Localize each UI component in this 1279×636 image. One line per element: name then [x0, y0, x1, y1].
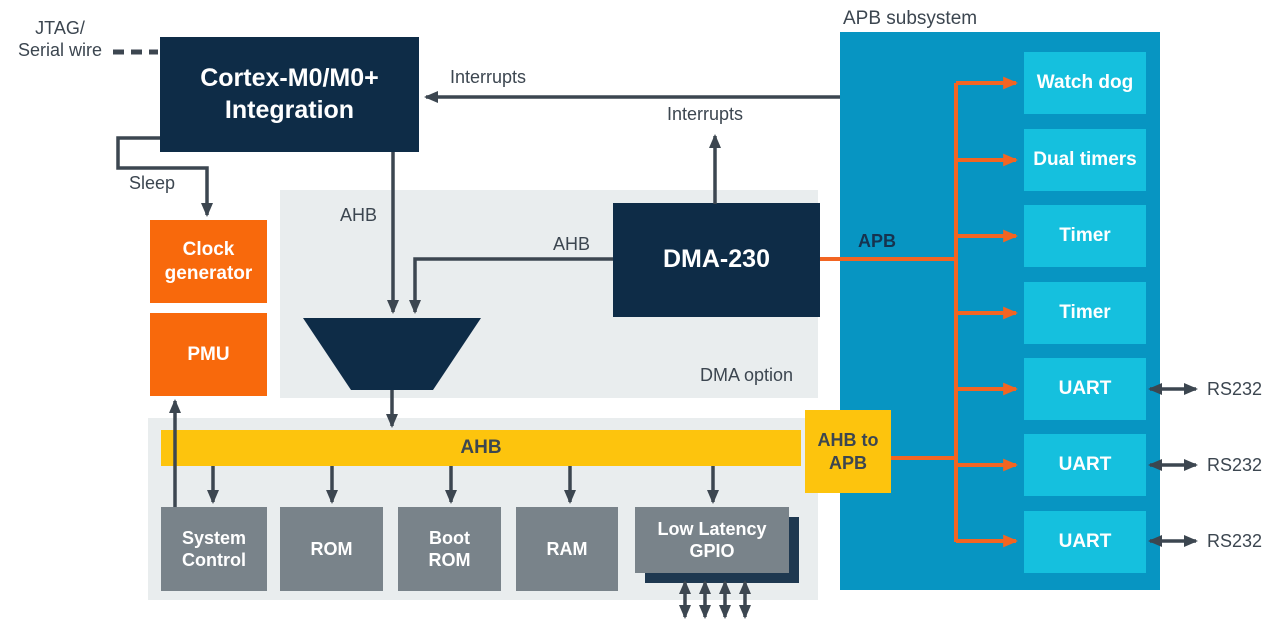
pmu-block: PMU	[150, 313, 267, 396]
ahb-bus-bar: AHB	[161, 430, 801, 466]
system-control-label: System Control	[181, 527, 247, 571]
system-control-block: System Control	[161, 507, 267, 591]
interrupts-dma-label: Interrupts	[667, 104, 744, 124]
rom-label: ROM	[310, 538, 353, 559]
interrupts-cpu-label: Interrupts	[450, 67, 527, 87]
rs232-label-3: RS232	[1207, 531, 1263, 551]
dual-timers-label: Dual timers	[1033, 149, 1137, 171]
timer2-label: Timer	[1059, 302, 1111, 324]
dma-230-block: DMA-230	[613, 203, 820, 317]
apb-subsystem-title: APB subsystem	[843, 8, 978, 29]
ahb-cpu-label: AHB	[340, 205, 378, 225]
dma-230-label: DMA-230	[663, 245, 770, 274]
cortex-block-label: Cortex-M0/M0+ Integration	[200, 64, 379, 124]
ahb-to-apb-bridge: AHB to APB	[805, 410, 891, 493]
cortex-block: Cortex-M0/M0+ Integration	[160, 37, 419, 152]
jtag-serial-wire-label: JTAG/ Serial wire	[17, 18, 103, 60]
uart2-block: UART	[1024, 434, 1146, 496]
uart3-label: UART	[1058, 531, 1112, 553]
low-latency-gpio-block: Low Latency GPIO	[635, 507, 789, 573]
watchdog-label: Watch dog	[1036, 72, 1134, 94]
pmu-label: PMU	[187, 343, 230, 365]
rs232-label-2: RS232	[1207, 455, 1263, 475]
uart2-label: UART	[1058, 454, 1112, 476]
ahb-dma-label: AHB	[553, 234, 591, 254]
apb-bus-label: APB	[858, 231, 897, 251]
rs232-label-1: RS232	[1207, 379, 1263, 399]
timer1-label: Timer	[1059, 225, 1111, 247]
low-latency-gpio-label: Low Latency GPIO	[657, 518, 767, 562]
ahb-to-apb-label: AHB to APB	[817, 430, 879, 473]
ram-block: RAM	[516, 507, 618, 591]
clock-generator-label: Clock generator	[164, 238, 253, 284]
timer2-block: Timer	[1024, 282, 1146, 344]
uart3-block: UART	[1024, 511, 1146, 573]
clock-generator-block: Clock generator	[150, 220, 267, 303]
ram-label: RAM	[546, 538, 588, 559]
watchdog-block: Watch dog	[1024, 52, 1146, 114]
rom-block: ROM	[280, 507, 383, 591]
boot-rom-block: Boot ROM	[398, 507, 501, 591]
dma-option-label: DMA option	[700, 365, 794, 385]
dual-timers-block: Dual timers	[1024, 129, 1146, 191]
boot-rom-label: Boot ROM	[428, 527, 471, 571]
ahb-bus-label: AHB	[460, 437, 502, 459]
timer1-block: Timer	[1024, 205, 1146, 267]
uart1-block: UART	[1024, 358, 1146, 420]
sleep-label: Sleep	[129, 173, 176, 193]
uart1-label: UART	[1058, 378, 1112, 400]
